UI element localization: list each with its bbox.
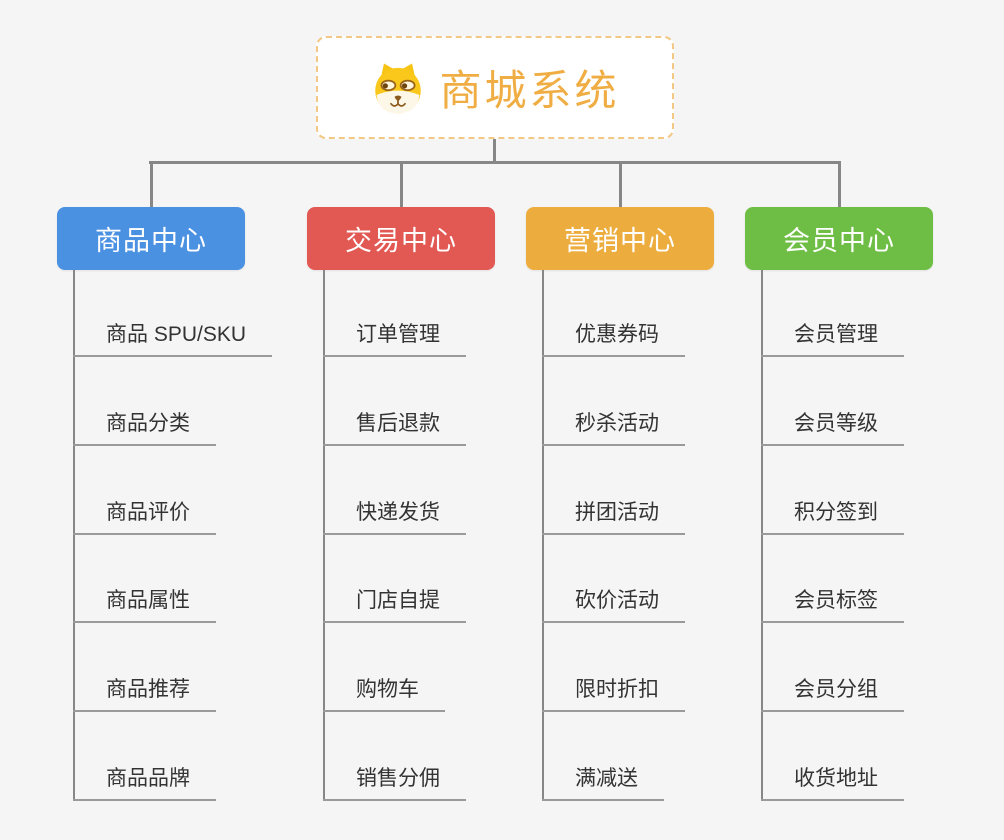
leaf-item[interactable]: 砍价活动 [542,586,685,624]
leaf-item[interactable]: 快递发货 [323,498,466,535]
leaf-item[interactable]: 商品分类 [73,409,216,446]
leaf-item[interactable]: 会员标签 [761,586,904,624]
leaf-item[interactable]: 会员分组 [761,675,904,713]
doge-icon [375,63,422,113]
branch-trunk-line [73,270,75,801]
branch-trunk-line [323,270,325,801]
leaf-item[interactable]: 商品 SPU/SKU [73,320,273,357]
branch-header[interactable]: 商品中心 [57,207,245,270]
leaf-item[interactable]: 收货地址 [761,764,904,801]
leaf-item[interactable]: 限时折扣 [542,675,685,713]
leaf-item[interactable]: 购物车 [323,675,445,713]
branch-drop-connector [399,161,403,211]
leaf-item[interactable]: 商品推荐 [73,675,216,713]
branch-drop-connector [837,161,841,211]
leaf-item[interactable]: 秒杀活动 [542,409,685,446]
leaf-item[interactable]: 拼团活动 [542,498,685,535]
leaf-item[interactable]: 售后退款 [323,409,466,446]
leaf-item[interactable]: 订单管理 [323,320,466,357]
leaf-item[interactable]: 会员管理 [761,320,904,357]
leaf-item[interactable]: 商品属性 [73,586,216,624]
leaf-item[interactable]: 积分签到 [761,498,904,535]
branch-horizontal-connector [149,161,840,164]
root-trunk-connector [493,139,496,163]
root-title: 商城系统 [439,67,620,114]
root-node[interactable]: 商城系统 [316,36,674,139]
leaf-item[interactable]: 优惠券码 [542,320,685,357]
branch-header[interactable]: 会员中心 [745,207,933,270]
branch-trunk-line [542,270,544,801]
leaf-item[interactable]: 销售分佣 [323,764,466,801]
branch-header[interactable]: 营销中心 [526,207,714,270]
branch-drop-connector [149,161,153,211]
leaf-item[interactable]: 满减送 [542,764,664,801]
leaf-item[interactable]: 商品品牌 [73,764,216,801]
leaf-item[interactable]: 商品评价 [73,498,216,535]
leaf-item[interactable]: 会员等级 [761,409,904,446]
branch-trunk-line [761,270,763,801]
branch-header[interactable]: 交易中心 [307,207,495,270]
leaf-item[interactable]: 门店自提 [323,586,466,624]
branch-drop-connector [618,161,622,211]
